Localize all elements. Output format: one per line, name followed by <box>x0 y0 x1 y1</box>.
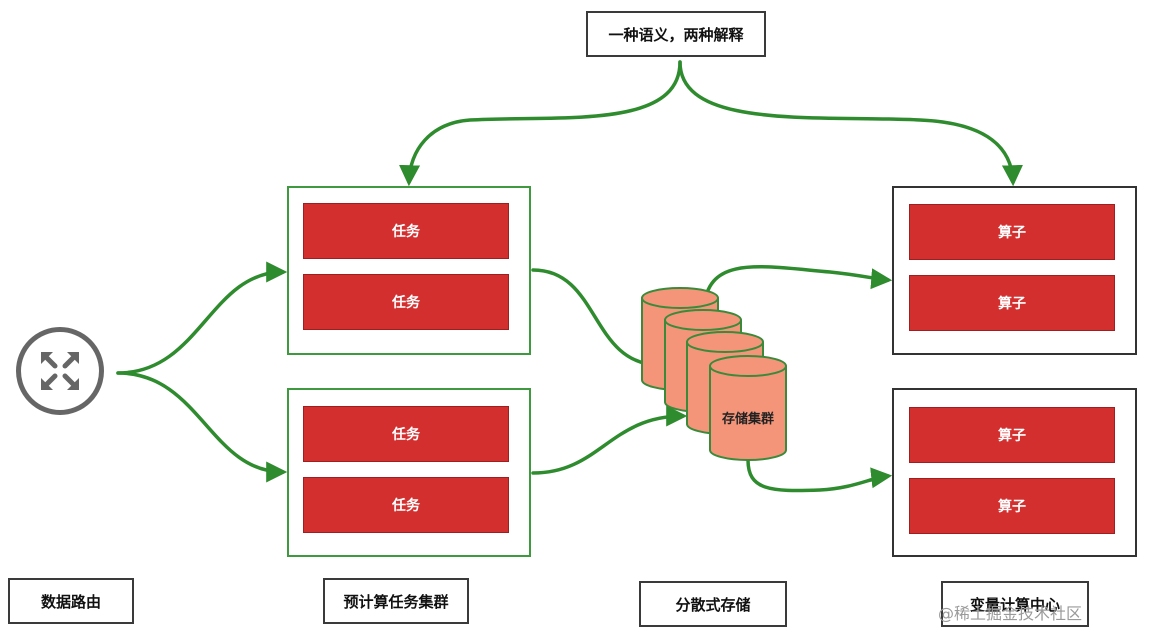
arrow-bottom-group-to-storage <box>531 405 688 475</box>
task-box: 任务 <box>303 406 509 462</box>
label-variable-compute-center: 变量计算中心 <box>941 581 1089 627</box>
router <box>16 327 104 415</box>
operator-box: 算子 <box>909 478 1115 534</box>
operators-group-bottom: 算子 算子 <box>892 388 1137 557</box>
precompute-group-top: 任务 任务 <box>287 186 531 355</box>
label-precompute-cluster: 预计算任务集群 <box>323 578 469 624</box>
diagram-title: 一种语义，两种解释 <box>586 11 766 57</box>
arrow-title-to-precompute <box>399 60 682 187</box>
arrow-storage-to-bottom-operators <box>746 458 893 493</box>
storage-cluster-label: 存储集群 <box>721 412 774 427</box>
storage-cylinder <box>709 355 787 461</box>
label-distributed-storage: 分散式存储 <box>639 581 787 627</box>
label-data-routing: 数据路由 <box>8 578 134 624</box>
operator-box: 算子 <box>909 204 1115 260</box>
operators-group-top: 算子 算子 <box>892 186 1137 355</box>
router-arrows-icon <box>41 352 79 390</box>
precompute-group-bottom: 任务 任务 <box>287 388 531 557</box>
arrow-router-to-bottom-group <box>116 371 288 483</box>
operator-box: 算子 <box>909 407 1115 463</box>
operator-box: 算子 <box>909 275 1115 331</box>
arrow-title-to-operators <box>678 60 1023 187</box>
task-box: 任务 <box>303 203 509 259</box>
watermark: @稀土掘金技术社区 <box>938 604 1083 623</box>
arrow-router-to-top-group <box>116 261 288 375</box>
storage-cluster-icon <box>641 287 787 461</box>
arrow-top-group-to-storage <box>531 268 665 376</box>
arrow-storage-to-top-operators <box>702 265 893 310</box>
task-box: 任务 <box>303 477 509 533</box>
task-box: 任务 <box>303 274 509 330</box>
